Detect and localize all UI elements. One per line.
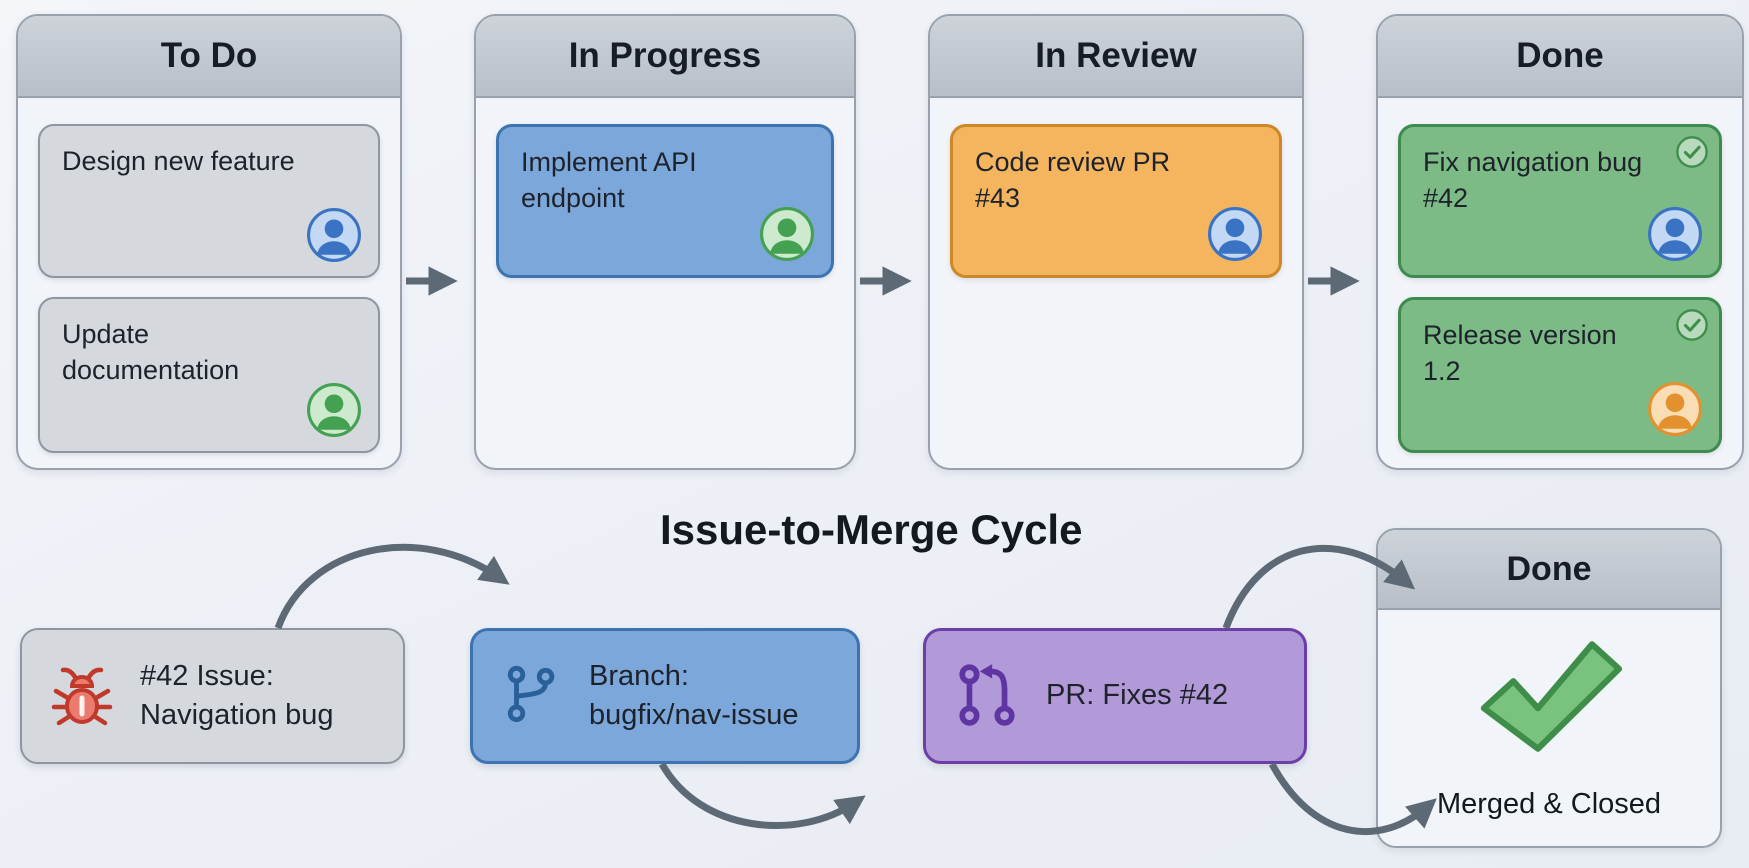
kanban-column-todo: To Do Design new feature Update document… <box>16 14 402 470</box>
cycle-done-header: Done <box>1378 530 1720 610</box>
column-header-todo: To Do <box>18 16 400 98</box>
merged-closed-status: Merged & Closed <box>1436 788 1662 820</box>
kanban-column-in-progress: In Progress Implement API endpoint <box>474 14 856 470</box>
kanban-card-design-feature: Design new feature <box>38 124 380 278</box>
cycle-done-title: Done <box>1506 549 1592 588</box>
card-text-line: Update <box>62 319 150 349</box>
kanban-card-code-review: Code review PR #43 <box>950 124 1282 278</box>
card-text-line: 1.2 <box>1423 355 1461 386</box>
column-header-done: Done <box>1378 16 1742 98</box>
check-icon <box>1469 632 1629 766</box>
avatar-person-icon <box>759 206 815 262</box>
card-text-line: Release version <box>1423 320 1617 350</box>
branch-node: Branch: bugfix/nav-issue <box>470 628 860 764</box>
pull-request-node: PR: Fixes #42 <box>923 628 1307 764</box>
card-text-line: Fix navigation bug <box>1423 147 1643 177</box>
column-title: In Progress <box>568 36 762 75</box>
arrow-branch-to-pr <box>658 762 866 829</box>
column-title: In Review <box>1035 36 1197 75</box>
issue-label-line: Navigation bug <box>140 699 334 731</box>
avatar-person-icon <box>1647 381 1703 437</box>
avatar-person-icon <box>1207 206 1263 262</box>
check-circle-icon <box>1675 135 1709 169</box>
git-branch-icon <box>501 663 563 730</box>
kanban-card-release-version: Release version 1.2 <box>1398 297 1722 453</box>
card-text-line: Design new feature <box>62 146 295 176</box>
avatar-person-icon <box>306 207 362 263</box>
column-header-in-progress: In Progress <box>476 16 854 98</box>
card-text-line: #42 <box>1423 182 1469 213</box>
pr-label-line: PR: Fixes #42 <box>1046 679 1229 712</box>
kanban-card-fix-nav-bug: Fix navigation bug #42 <box>1398 124 1722 278</box>
card-text-line: Implement API <box>521 147 697 177</box>
cycle-title: Issue-to-Merge Cycle <box>660 506 1083 553</box>
arrow-issue-to-branch <box>274 543 510 630</box>
issue-label-line: #42 Issue: <box>140 659 274 692</box>
check-circle-icon <box>1675 308 1709 342</box>
kanban-column-done: Done Fix navigation bug #42 Release vers… <box>1376 14 1744 470</box>
column-title: To Do <box>160 36 258 75</box>
avatar-person-icon <box>1647 206 1703 262</box>
card-text-line: documentation <box>62 354 240 385</box>
card-text-line: #43 <box>975 182 1021 213</box>
branch-label-line: bugfix/nav-issue <box>589 699 799 731</box>
card-text-line: endpoint <box>521 182 625 213</box>
card-text-line: Code review PR <box>975 147 1171 177</box>
bug-icon <box>50 662 114 731</box>
branch-label-line: Branch: <box>589 659 689 692</box>
column-title: Done <box>1516 36 1604 75</box>
issue-node: #42 Issue: Navigation bug <box>20 628 405 764</box>
kanban-card-update-docs: Update documentation <box>38 297 380 453</box>
avatar-person-icon <box>306 382 362 438</box>
column-header-in-review: In Review <box>930 16 1302 98</box>
cycle-done-panel: Done Merged & Closed <box>1376 528 1722 848</box>
kanban-card-implement-api: Implement API endpoint <box>496 124 834 278</box>
kanban-column-in-review: In Review Code review PR #43 <box>928 14 1304 470</box>
git-pull-request-icon <box>954 661 1020 732</box>
